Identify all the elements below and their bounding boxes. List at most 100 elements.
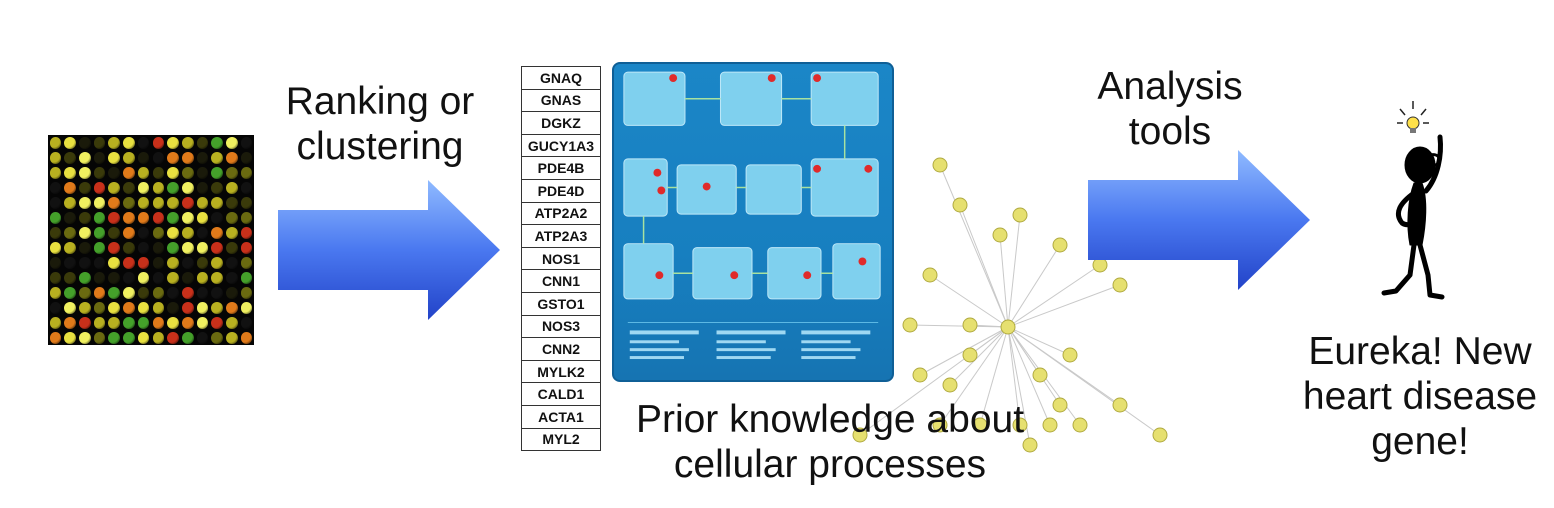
microarray-spot (49, 286, 62, 299)
network-node (1062, 347, 1078, 363)
microarray-spot (78, 226, 91, 239)
network-edge (1007, 326, 1051, 426)
analysis-label: Analysis tools (1097, 65, 1243, 153)
microarray-spot (240, 241, 253, 254)
microarray-spot (49, 166, 62, 179)
microarray-spot (64, 241, 76, 254)
microarray-spot (123, 286, 135, 299)
microarray-spot (167, 331, 179, 344)
gene-row: MYLK2 (521, 359, 601, 384)
microarray-spot (78, 181, 91, 194)
ranking-arrow (278, 180, 500, 320)
gene-row: CNN2 (521, 337, 601, 361)
network-edge (949, 326, 1009, 386)
microarray-spot (137, 241, 150, 254)
microarray-spot (211, 166, 224, 179)
microarray-spot (196, 166, 209, 179)
microarray-spot (78, 301, 91, 314)
network-node (932, 417, 948, 433)
microarray-spot (211, 211, 224, 224)
microarray-spot (108, 241, 121, 254)
microarray-spot (240, 166, 253, 179)
microarray-spot (211, 196, 224, 209)
microarray-spot (226, 196, 238, 209)
gene-cell: ATP2A3 (521, 224, 601, 248)
microarray-spot (167, 316, 179, 329)
microarray-spot (181, 166, 194, 179)
microarray-spot (137, 301, 150, 314)
microarray-spot (152, 151, 165, 164)
gene-cell: ACTA1 (521, 404, 601, 429)
network-node (1012, 417, 1028, 433)
gene-row: GNAS (521, 88, 601, 113)
lightbulb-icon (1397, 101, 1429, 133)
gene-cell: GSTO1 (521, 291, 601, 316)
microarray-spot (152, 271, 165, 284)
gene-cell: NOS3 (521, 314, 601, 339)
network-node (1012, 207, 1028, 223)
microarray-spot (196, 256, 209, 269)
microarray-spot (137, 181, 150, 194)
microarray-spot (181, 151, 194, 164)
microarray-spot (64, 196, 76, 209)
network-node (952, 197, 968, 213)
microarray-spot (108, 151, 121, 164)
network-node (1152, 427, 1168, 443)
microarray-spot (181, 196, 194, 209)
microarray-spot (137, 331, 150, 344)
microarray-spot (211, 241, 224, 254)
eureka-label: Eureka! New heart disease gene! (1302, 330, 1538, 463)
microarray-spot (49, 196, 62, 209)
microarray-spot (240, 136, 253, 149)
analysis-arrow (1088, 150, 1310, 290)
microarray-spot (196, 211, 209, 224)
microarray-spot (167, 271, 179, 284)
microarray-spot (78, 316, 91, 329)
microarray-spot (167, 226, 179, 239)
network-node (1052, 397, 1068, 413)
network-node (1052, 237, 1068, 253)
microarray-spot (49, 301, 62, 314)
microarray-spot (78, 241, 91, 254)
microarray-spot (240, 151, 253, 164)
microarray-spot (137, 226, 150, 239)
gene-row: GNAQ (521, 66, 601, 90)
microarray-spot (93, 151, 106, 164)
microarray-spot (152, 256, 165, 269)
microarray-spot (211, 136, 224, 149)
microarray-spot (108, 271, 121, 284)
microarray-spot (181, 181, 194, 194)
gene-row: DGKZ (521, 111, 601, 135)
microarray-spot (211, 226, 224, 239)
thinking-person-icon (1381, 101, 1445, 300)
ranking-label: Ranking or clustering (285, 80, 475, 168)
microarray-spot (93, 301, 106, 314)
microarray-spot (152, 331, 165, 344)
microarray-spot (64, 286, 76, 299)
microarray-spot (181, 331, 194, 344)
microarray-spot (78, 211, 91, 224)
gene-cell: PDE4D (521, 178, 601, 203)
microarray-spot (93, 211, 106, 224)
gene-cell: CNN1 (521, 269, 601, 293)
microarray-spot (226, 256, 238, 269)
microarray-spot (196, 181, 209, 194)
network-edge (1007, 214, 1021, 328)
microarray-spot (240, 286, 253, 299)
microarray-spot (137, 151, 150, 164)
microarray-spot (240, 181, 253, 194)
microarray-spot (226, 271, 238, 284)
microarray-spot (49, 226, 62, 239)
microarray-spot (226, 151, 238, 164)
prior-knowledge-label: Prior knowledge about cellular processes (635, 398, 1025, 486)
microarray-spot (196, 301, 209, 314)
network-node (992, 227, 1008, 243)
gene-cell: CNN2 (521, 337, 601, 361)
microarray-spot (152, 301, 165, 314)
gene-row: ATP2A2 (521, 201, 601, 226)
microarray-spot (137, 286, 150, 299)
microarray-spot (64, 151, 76, 164)
microarray-spot (123, 166, 135, 179)
gene-cell: GUCY1A3 (521, 133, 601, 158)
network-node (922, 267, 938, 283)
